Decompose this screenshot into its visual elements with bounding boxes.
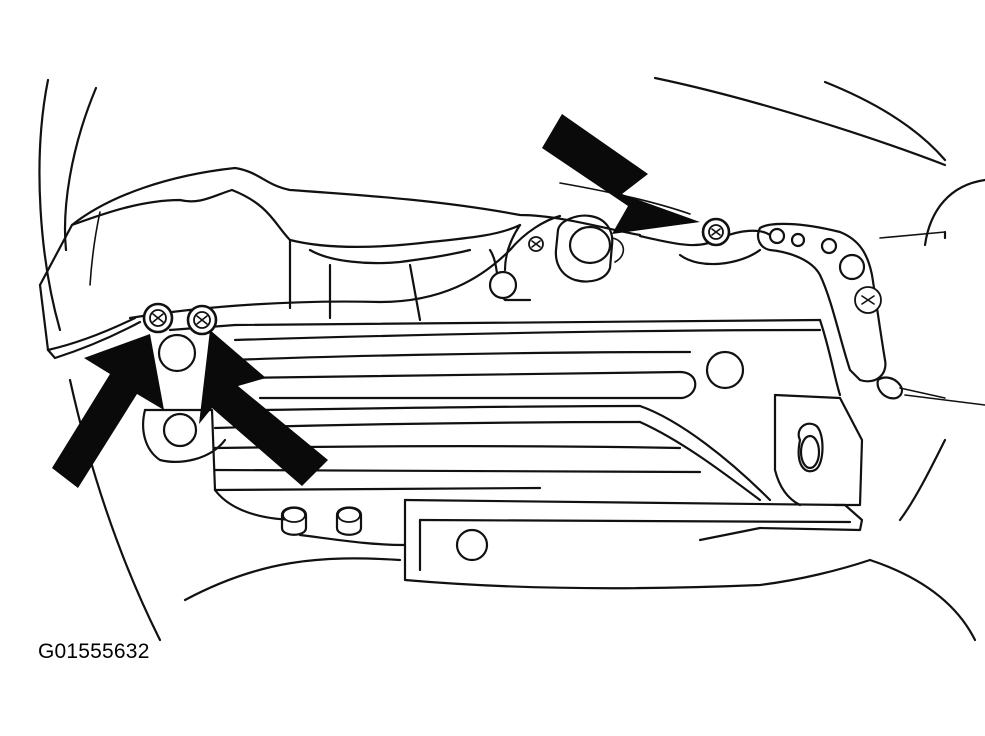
plate-hole	[157, 333, 197, 373]
background-contours	[38, 76, 985, 642]
bracket-hole	[790, 232, 806, 248]
pointer-arrow-icon	[542, 114, 700, 234]
bolt-left-1	[142, 302, 174, 334]
bracket-hole	[820, 237, 838, 255]
bracket-hole	[768, 227, 786, 245]
slide-rail	[213, 488, 872, 590]
bolt-left-2	[186, 304, 218, 336]
plate-hole	[705, 350, 745, 390]
plate-hole	[455, 528, 489, 562]
pointer-arrow-icon	[199, 330, 328, 486]
bolt-upper-right	[701, 217, 731, 247]
pivot-knob	[554, 214, 625, 283]
screws-secondary	[280, 236, 544, 536]
seat-cover	[38, 166, 691, 360]
target-bolts	[142, 217, 731, 336]
seat-frame-plate	[128, 214, 864, 507]
pointer-arrows	[52, 114, 700, 488]
recliner-bracket	[756, 222, 947, 400]
figure-id-label: G01555632	[38, 640, 150, 663]
plate-hole	[162, 412, 198, 448]
pointer-arrow-icon	[52, 334, 164, 488]
plate-hole	[488, 270, 518, 300]
plate-holes	[157, 270, 824, 562]
nut-lower-right	[335, 506, 363, 536]
nut-lower-left	[280, 506, 308, 536]
bracket-hole	[838, 253, 866, 281]
